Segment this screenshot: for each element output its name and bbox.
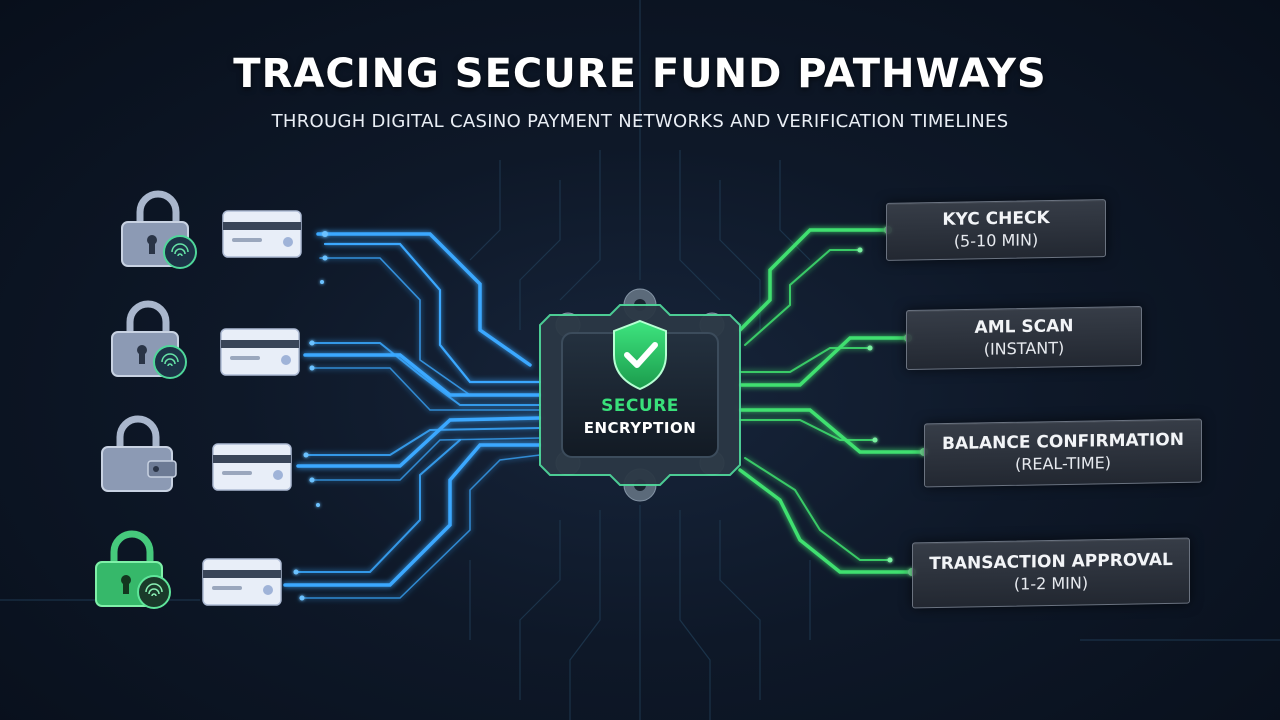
credit-card-icon (222, 210, 302, 258)
page-title: TRACING SECURE FUND PATHWAYS (233, 51, 1047, 97)
padlock-fingerprint-icon (95, 530, 171, 609)
payment-source-4 (92, 530, 292, 610)
input-trace-nodes (293, 231, 328, 601)
step-kyc-check: KYC CHECK (5-10 MIN) (886, 199, 1106, 261)
payment-source-3 (98, 415, 298, 495)
credit-card-icon (202, 558, 282, 606)
credit-card-icon (212, 443, 292, 491)
shield-check-icon (613, 319, 667, 391)
output-traces (738, 228, 926, 574)
step-time: (1-2 MIN) (1013, 573, 1089, 594)
step-time: (INSTANT) (983, 338, 1065, 359)
hub-label-line2: ENCRYPTION (583, 419, 697, 437)
payment-source-1 (118, 190, 318, 270)
step-balance-confirmation: BALANCE CONFIRMATION (REAL-TIME) (924, 418, 1202, 488)
payment-source-2 (108, 300, 308, 380)
output-trace-nodes (857, 226, 928, 576)
step-transaction-approval: TRANSACTION APPROVAL (1-2 MIN) (912, 537, 1190, 609)
step-time: (5-10 MIN) (953, 230, 1039, 251)
encryption-hub (539, 288, 741, 502)
hub-label-line1: SECURE (601, 396, 679, 416)
page-subtitle: THROUGH DIGITAL CASINO PAYMENT NETWORKS … (271, 111, 1009, 132)
padlock-fingerprint-icon (111, 300, 187, 379)
padlock-fingerprint-icon (121, 190, 197, 269)
step-aml-scan: AML SCAN (INSTANT) (906, 305, 1142, 371)
step-time: (REAL-TIME) (1015, 453, 1111, 474)
hub-label: SECURE ENCRYPTION (548, 395, 732, 439)
credit-card-icon (220, 328, 300, 376)
input-traces (283, 232, 542, 599)
padlock-wallet-icon (101, 415, 177, 492)
